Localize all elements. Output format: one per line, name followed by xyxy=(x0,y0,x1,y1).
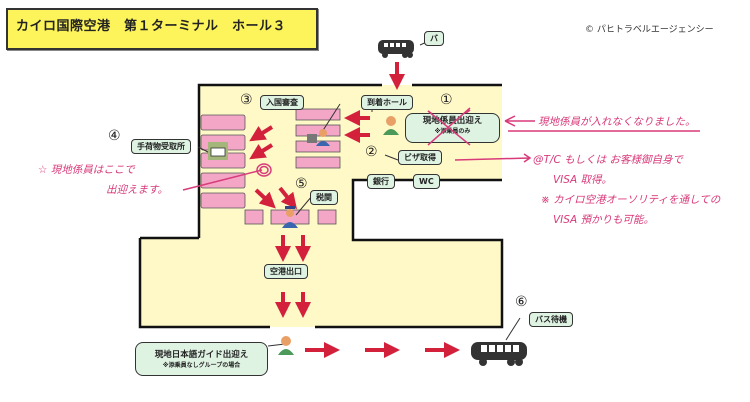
arrow-icon xyxy=(254,188,276,209)
page-title: カイロ国際空港 第１ターミナル ホール３ xyxy=(16,19,287,34)
handwritten-circle xyxy=(259,165,269,175)
local-staff-main: 現地係員出迎え xyxy=(422,116,483,126)
guide-main: 現地日本語ガイド出迎え xyxy=(154,350,249,360)
bus-icon xyxy=(471,342,527,366)
baggage-claim-label: 手荷物受取所 xyxy=(131,139,191,154)
booth xyxy=(295,124,341,137)
booth xyxy=(295,108,341,121)
guide-sub: ※添乗員なしグループの場合 xyxy=(162,362,241,369)
step-6: ⑥ xyxy=(515,294,528,310)
person-icon xyxy=(383,116,399,135)
guide-bubble: 現地日本語ガイド出迎え ※添乗員なしグループの場合 xyxy=(135,342,268,376)
step-4: ④ xyxy=(108,128,121,144)
note-meet-line2: 出迎えます。 xyxy=(106,184,168,196)
arrival-hall-label: 到着ホール xyxy=(361,95,413,110)
baggage-icon xyxy=(208,142,228,160)
note-visa-line2: VISA 取得。 xyxy=(553,174,612,186)
note-visa-line4: VISA 預かりも可能。 xyxy=(553,214,654,226)
bus-icon xyxy=(378,40,414,58)
booth xyxy=(244,209,264,225)
customs-label: 税関 xyxy=(310,190,338,205)
booth xyxy=(295,156,341,169)
visa-label: ビザ取得 xyxy=(398,150,442,165)
arrow-icon xyxy=(278,186,297,210)
step-1: ① xyxy=(440,92,453,108)
handwritten-circle xyxy=(256,163,272,177)
flow-arrows xyxy=(249,62,460,358)
step-5: ⑤ xyxy=(295,176,308,192)
note-meet-line1: ☆ 現地係員はここで xyxy=(38,164,135,176)
bus-waiting-label: バス待機 xyxy=(529,312,573,327)
booth xyxy=(317,209,337,225)
note-staff-cannot-enter: 現地係員が入れなくなりました。 xyxy=(538,116,696,128)
counter xyxy=(200,114,246,131)
person-icon xyxy=(278,336,294,355)
officer-icon xyxy=(282,206,298,228)
immigration-booths xyxy=(295,108,341,169)
immigration-officer-icon xyxy=(307,129,330,146)
step-3: ③ xyxy=(240,92,253,108)
bank-label: 銀行 xyxy=(367,174,395,189)
note-visa-line3: ※ カイロ空港オーソリティを通しての xyxy=(541,194,721,206)
wc-label: WC xyxy=(413,174,440,189)
step-2: ② xyxy=(365,144,378,160)
airport-exit-label: 空港出口 xyxy=(264,264,308,279)
handwritten-arrow-left xyxy=(504,115,535,127)
booth xyxy=(295,140,341,153)
computer-icon xyxy=(307,134,317,143)
bus-label: バ xyxy=(424,31,444,46)
immigration-label: 入国審査 xyxy=(260,95,304,110)
handwritten-pointer xyxy=(182,169,263,191)
note-visa-line1: @T/C もしくは お客様御自身で xyxy=(533,154,683,166)
handwritten-arrow-right xyxy=(454,153,532,163)
arrow-icon xyxy=(249,125,274,142)
arrow-icon xyxy=(249,143,274,160)
counter xyxy=(200,192,246,209)
copyright: © パヒトラベルエージェンシー xyxy=(585,25,714,35)
title-banner: カイロ国際空港 第１ターミナル ホール３ xyxy=(6,8,318,50)
